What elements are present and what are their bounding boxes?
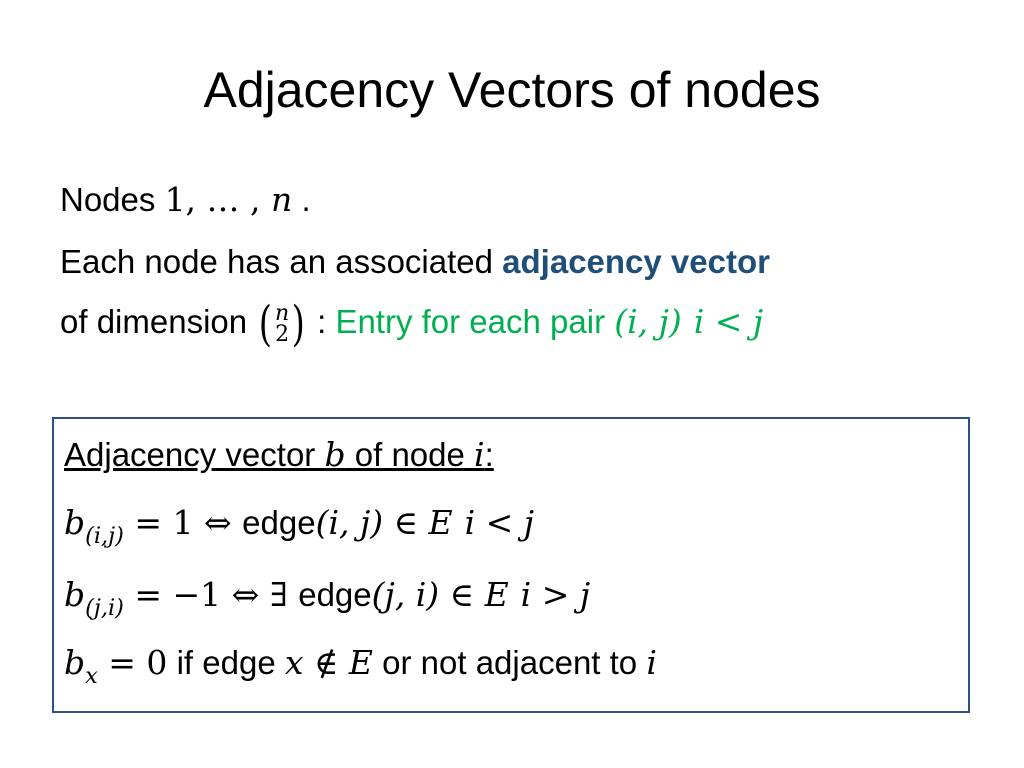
box-heading-c: of node [345, 436, 475, 473]
rule1-args: (i, j) [315, 503, 384, 542]
rule3-i: i [646, 643, 657, 682]
rule3-E: E [348, 643, 373, 682]
rule1-in: ∈ [383, 503, 429, 542]
rule1-sub: (i,j) [85, 522, 124, 549]
rule3-text1: if edge [167, 644, 285, 681]
rule1-cond: i < j [464, 503, 535, 542]
nodes-range: 1, … , [164, 180, 272, 219]
adjacency-highlight: adjacency vector [502, 243, 770, 280]
rule3-text2: or not adjacent to [372, 644, 647, 681]
binom-bottom: 2 [275, 322, 290, 348]
nodes-label: Nodes [60, 181, 165, 218]
definition-box: Adjacency vector b of node i: b(i,j) = 1… [52, 417, 970, 713]
box-heading-a: Adjacency vector [64, 436, 325, 473]
rule1-edge: edge [242, 504, 316, 541]
dimension-label: of dimension [60, 303, 257, 340]
nodes-n: n [271, 180, 293, 219]
dimension-colon: : [307, 303, 336, 340]
rule2-sub: (j,i) [85, 594, 124, 621]
entry-pair: (i, j) [614, 302, 682, 341]
nodes-end: . [292, 181, 311, 218]
rule3-notin: ∉ [303, 643, 349, 682]
rule2-cond: i > j [520, 575, 591, 614]
rule2-eq: = −1 ⇔ ∃ [123, 575, 299, 614]
rule3-b: b [64, 643, 86, 682]
binom-top: n [275, 301, 290, 327]
entry-condition: i < j [693, 302, 764, 341]
rule3-x: x [284, 643, 304, 682]
rule2-in: ∈ [439, 575, 485, 614]
rule2-edge: edge [298, 576, 372, 613]
rule3-sub: x [85, 662, 98, 689]
box-heading: Adjacency vector b of node i: [64, 433, 494, 477]
adjacency-intro: Each node has an associated [60, 243, 503, 280]
adjacency-line: Each node has an associated adjacency ve… [60, 240, 770, 284]
box-heading-b: b [324, 435, 346, 474]
slide-title: Adjacency Vectors of nodes [203, 62, 821, 118]
rule1-eq: = 1 ⇔ [123, 503, 243, 542]
rule2-b: b [64, 575, 86, 614]
rule1-E: E [428, 503, 453, 542]
entry-text: Entry for each pair [335, 303, 615, 340]
rule1-b: b [64, 503, 86, 542]
nodes-line: Nodes 1, … , n . [60, 178, 311, 222]
rule2-args: (j, i) [371, 575, 440, 614]
rule-zero: bx = 0 if edge x ∉ E or not adjacent to … [64, 641, 657, 689]
rule3-eq: = 0 [97, 643, 168, 682]
box-heading-e: : [484, 436, 494, 473]
box-heading-d: i [474, 435, 485, 474]
rule2-E: E [484, 575, 509, 614]
